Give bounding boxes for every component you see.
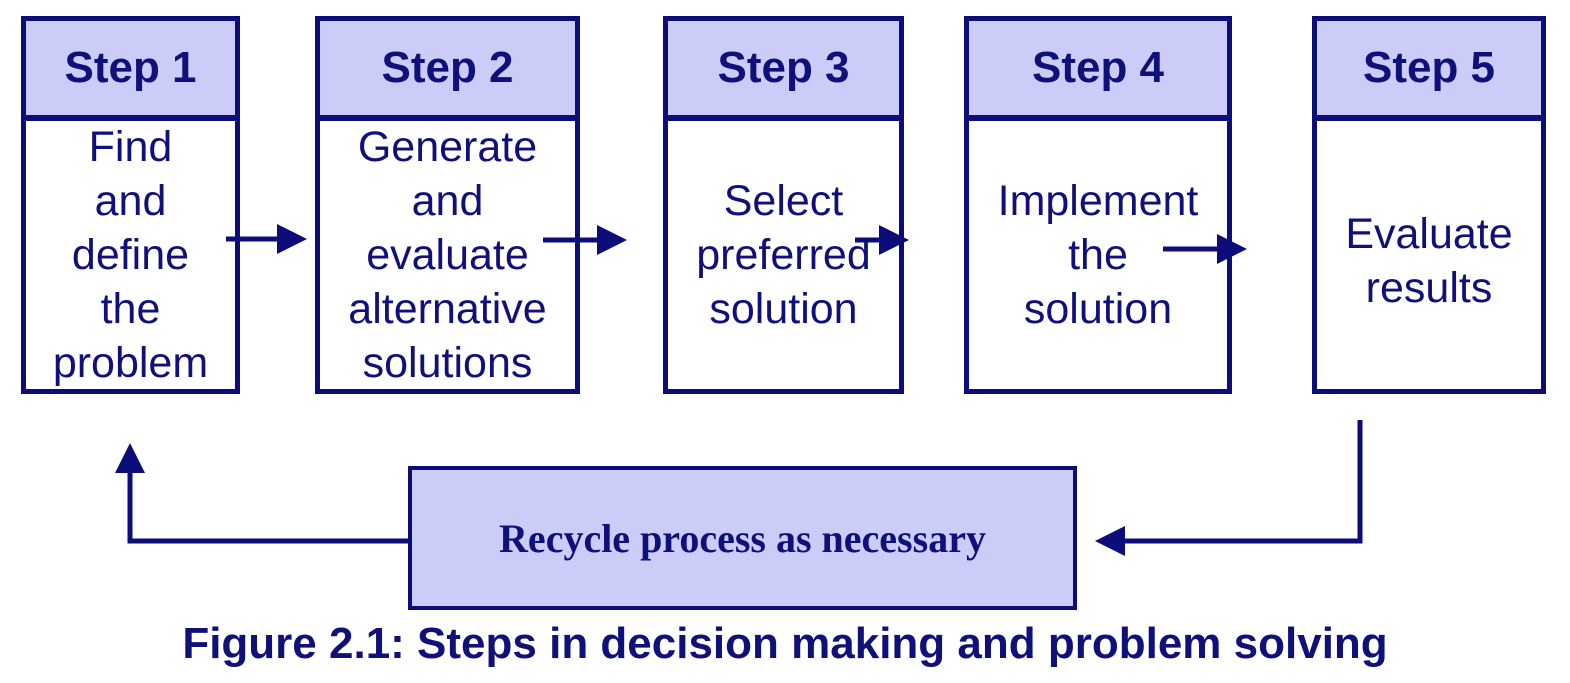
step-1-line: define [71, 231, 190, 279]
step-4-line: Implement [997, 177, 1199, 225]
step-5-header: Step 5 [1317, 21, 1541, 121]
step-4-header: Step 4 [969, 21, 1227, 121]
step-1-line: and [94, 177, 167, 225]
step-2-line: Generate [357, 123, 538, 171]
step-1-line: the [100, 285, 161, 333]
step-2-line: evaluate [366, 231, 529, 279]
step-4-line: solution [1023, 285, 1173, 333]
arrow-step5-to-recycle [1095, 420, 1363, 556]
step-4-line: the [1068, 231, 1128, 279]
step-5-line: results [1365, 264, 1493, 312]
step-2-body: Generate and evaluate alternative soluti… [320, 121, 575, 389]
step-4-body: Implement the solution [969, 121, 1227, 389]
step-3-body: Select preferred solution [668, 121, 899, 389]
step-2-box: Step 2 Generate and evaluate alternative… [315, 16, 580, 394]
figure-caption: Figure 2.1: Steps in decision making and… [182, 619, 1388, 668]
step-2-line: and [411, 177, 484, 225]
step-5-box: Step 5 Evaluate results [1312, 16, 1546, 394]
step-5-body: Evaluate results [1317, 121, 1541, 389]
step-1-header: Step 1 [26, 21, 235, 121]
step-1-line: problem [52, 339, 209, 387]
recycle-label: Recycle process as necessary [499, 515, 986, 561]
step-1-box: Step 1 Find and define the problem [21, 16, 240, 394]
step-1-body: Find and define the problem [26, 121, 235, 389]
step-4-box: Step 4 Implement the solution [964, 16, 1232, 394]
step-2-header: Step 2 [320, 21, 575, 121]
step-2-line: alternative [348, 285, 547, 333]
step-3-header: Step 3 [668, 21, 899, 121]
step-2-line: solutions [362, 339, 533, 387]
arrow-recycle-to-step1 [115, 443, 408, 544]
recycle-box: Recycle process as necessary [408, 466, 1077, 610]
step-5-line: Evaluate [1345, 210, 1513, 258]
step-3-line: Select [723, 177, 844, 225]
step-3-line: solution [709, 285, 858, 333]
step-1-line: Find [88, 123, 173, 171]
step-3-line: preferred [696, 231, 871, 279]
step-3-box: Step 3 Select preferred solution [663, 16, 904, 394]
